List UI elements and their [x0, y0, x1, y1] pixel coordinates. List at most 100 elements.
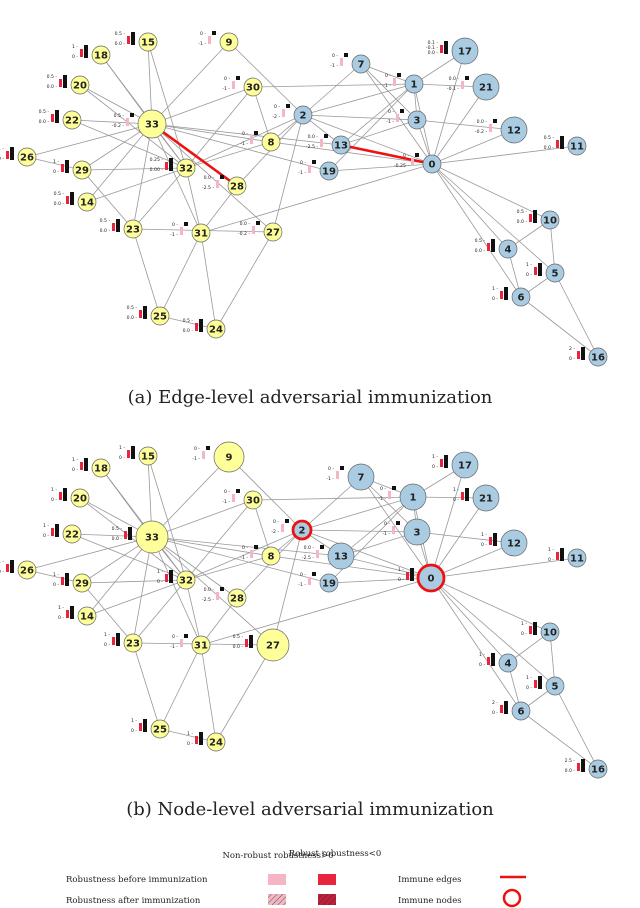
node-circle-25 [150, 719, 170, 739]
node-circle-30 [243, 77, 263, 97]
robustness-bar-layer: 1 -0 -0 --1 -0 --2 -0 --1 -1 -0 -1 -0 -2… [0, 445, 585, 774]
node-label-10: 10 [543, 216, 557, 227]
edge-19-33 [151, 536, 330, 584]
bar-bottom-tick-27: 0.0 - [233, 644, 244, 650]
edge-24-27 [215, 231, 274, 330]
node-15: 15 [138, 32, 158, 52]
bar-bottom-tick-14: 0.0 - [54, 201, 65, 207]
bar-bottom-tick-10: 0 - [521, 631, 527, 637]
node-31: 31 [191, 635, 211, 655]
node-label-2: 2 [300, 111, 307, 122]
bar-before-2 [281, 524, 284, 532]
robustness-bar-28: 0.0 --2.5 - [202, 175, 224, 191]
robustness-bar-22: 0.5 -0.0 - [39, 109, 59, 125]
edge-0-11 [431, 145, 578, 165]
legend-immune-nodes: Immune nodes [398, 896, 462, 906]
node-label-31: 31 [194, 641, 208, 652]
bar-top-tick-8: 0 - [242, 131, 248, 137]
node-label-23: 23 [126, 639, 140, 650]
node-label-20: 20 [73, 81, 87, 92]
node-label-28: 28 [230, 594, 244, 605]
edge-2-32 [185, 529, 303, 581]
robustness-bar-4: 1 -0 - [479, 652, 495, 668]
edge-6-16 [520, 710, 599, 770]
bar-bottom-tick-19: -1 - [298, 582, 306, 588]
edge-2-32 [185, 114, 304, 169]
node-label-33: 33 [145, 533, 159, 544]
robustness-bar-16: 2.5 -0.0 - [565, 758, 585, 774]
node-circle-31 [191, 635, 211, 655]
bar-top-tick-18: 1 - [72, 457, 78, 463]
node-circle-17 [451, 37, 479, 65]
robustness-bar-26: 1 -0 - [0, 146, 14, 162]
edge-0-8 [270, 141, 433, 165]
bar-bottom-tick-14: 0 - [58, 615, 64, 621]
edge-29-32 [81, 167, 187, 171]
robustness-bar-26: 1 -0 - [0, 559, 14, 575]
robustness-bar-5: 1 -0 - [526, 675, 542, 691]
bar-before-14 [66, 196, 69, 204]
node-label-29: 29 [75, 166, 89, 177]
edge-23-29 [81, 169, 134, 230]
edge-1-19 [328, 83, 415, 172]
bar-before-3 [392, 526, 395, 534]
bar-bottom-tick-7: -1 - [326, 476, 334, 482]
bar-after-20 [63, 75, 67, 88]
edge-20-32 [79, 497, 187, 581]
bar-top-tick-30: 0 - [224, 76, 230, 82]
bar-before-20 [59, 492, 62, 500]
edge-2-27 [272, 114, 304, 233]
node-circle-15 [138, 32, 158, 52]
bar-before-18 [80, 462, 83, 470]
node-circle-1 [399, 483, 427, 511]
node-label-10: 10 [543, 628, 557, 639]
bar-after-12 [493, 119, 497, 123]
bar-bottom-tick-25: 0 - [131, 728, 137, 734]
bar-bottom-tick-24: 0.0 - [183, 328, 194, 334]
bar-bottom-tick-21: 0 - [453, 497, 459, 503]
legend-swatch-robust-after [318, 894, 336, 905]
robustness-bar-11: 1 -0 - [548, 547, 564, 563]
bar-before-6 [500, 705, 503, 713]
bar-before-4 [487, 657, 490, 665]
bar-before-32 [165, 574, 168, 582]
robustness-bar-22: 1 -0 - [43, 523, 59, 539]
node-23: 23 [123, 219, 143, 239]
node-5: 5 [545, 676, 565, 696]
bar-before-8 [250, 136, 253, 144]
node-20: 20 [70, 75, 90, 95]
edge-23-29 [81, 582, 134, 644]
bar-bottom-tick-22: 0 - [43, 533, 49, 539]
node-circle-31 [191, 223, 211, 243]
bar-before-9 [208, 36, 211, 44]
node-label-19: 19 [322, 167, 336, 178]
bar-bottom-tick-13: -2.5 - [302, 555, 314, 561]
bar-top-tick-23: 0.5 - [100, 218, 111, 224]
bar-after-29 [65, 573, 69, 586]
bar-top-tick-17: 0.1 - [428, 40, 439, 46]
edge-26-29 [26, 156, 83, 171]
bar-bottom-tick-4: 0.0 - [475, 248, 486, 254]
node-circle-19 [319, 573, 339, 593]
bar-bottom-tick-20: 0 - [51, 497, 57, 503]
node-circle-0 [422, 154, 442, 174]
edge-1-7 [360, 63, 415, 85]
node-0: 0 [422, 154, 442, 174]
node-label-27: 27 [266, 641, 280, 652]
edge-2-9 [228, 41, 304, 116]
bar-bottom-tick-5: 0 - [526, 272, 532, 278]
bar-after-19 [312, 160, 316, 164]
bar-before-6 [500, 291, 503, 299]
node-circle-11 [567, 548, 587, 568]
node-circle-20 [70, 75, 90, 95]
bar-bottom-tick-12: 0 - [481, 542, 487, 548]
robustness-bar-30: 0 --1 - [222, 489, 240, 505]
bar-after-31 [184, 634, 188, 638]
edge-24-25 [159, 728, 217, 743]
robustness-bar-19: 0 --1 - [298, 160, 316, 176]
edge-0-21 [430, 497, 487, 579]
node-circle-33 [135, 520, 169, 554]
bar-top-tick-5: 1 - [526, 262, 532, 268]
robustness-bar-3: 0 --1 - [382, 521, 400, 537]
bar-mid-tick-17: -0.1 - [426, 45, 438, 51]
